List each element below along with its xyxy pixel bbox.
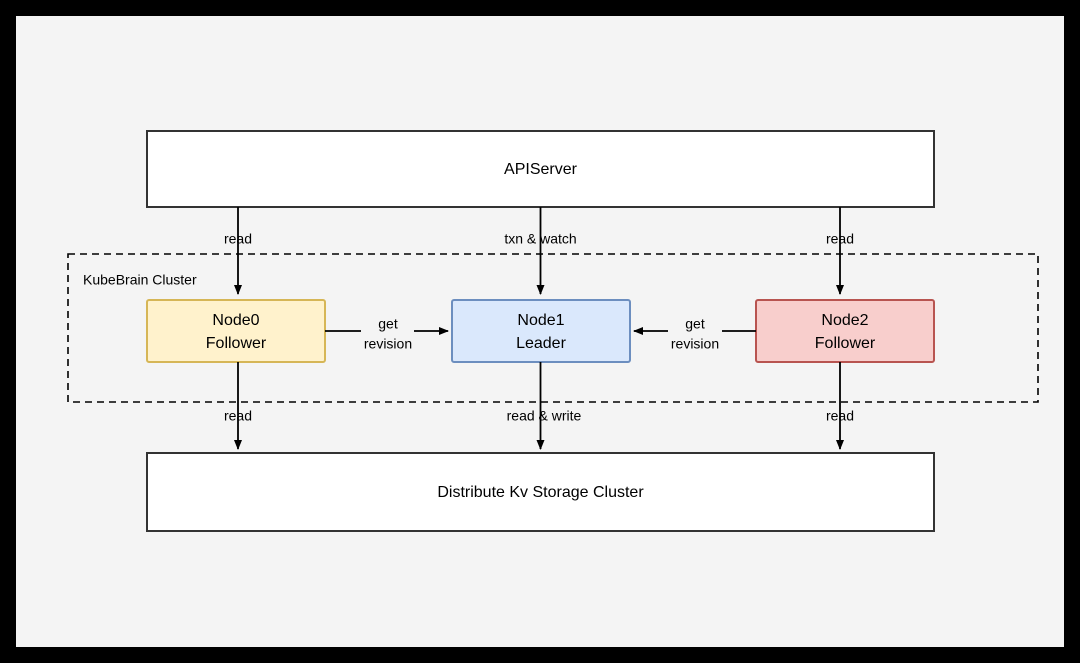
edge-label-node2-node1-line1: get	[685, 316, 705, 332]
storage-cluster-box[interactable]	[146, 452, 935, 532]
node1-name: Node1	[517, 312, 564, 329]
edge-label-node0-node1-line2: revision	[364, 336, 412, 352]
node2-box[interactable]	[755, 299, 935, 363]
edge-label-apiserver-node1: txn & watch	[504, 231, 576, 247]
node0-name: Node0	[212, 312, 259, 329]
node0-box[interactable]	[146, 299, 326, 363]
edge-label-apiserver-node2: read	[826, 231, 854, 247]
edge-label-node1-storage: read & write	[507, 408, 582, 424]
node0-role: Follower	[206, 335, 267, 352]
node2-role: Follower	[815, 335, 876, 352]
edge-label-node2-storage: read	[826, 408, 854, 424]
edge-label-node0-storage: read	[224, 408, 252, 424]
storage-cluster-label: Distribute Kv Storage Cluster	[437, 484, 644, 501]
node1-box[interactable]	[451, 299, 631, 363]
kubebrain-cluster-boundary	[67, 253, 1039, 403]
node2-name: Node2	[821, 312, 868, 329]
edge-label-node0-node1-line1: get	[378, 316, 398, 332]
edge-label-node2-node1-line2: revision	[671, 336, 719, 352]
edge-label-apiserver-node0: read	[224, 231, 252, 247]
apiserver-label: APIServer	[504, 161, 578, 178]
architecture-diagram: KubeBrain Cluster APIServer read txn & w…	[67, 130, 1039, 532]
diagram-canvas: KubeBrain Cluster APIServer read txn & w…	[16, 16, 1064, 647]
node1-role: Leader	[516, 335, 566, 352]
kubebrain-cluster-label: KubeBrain Cluster	[83, 272, 197, 288]
